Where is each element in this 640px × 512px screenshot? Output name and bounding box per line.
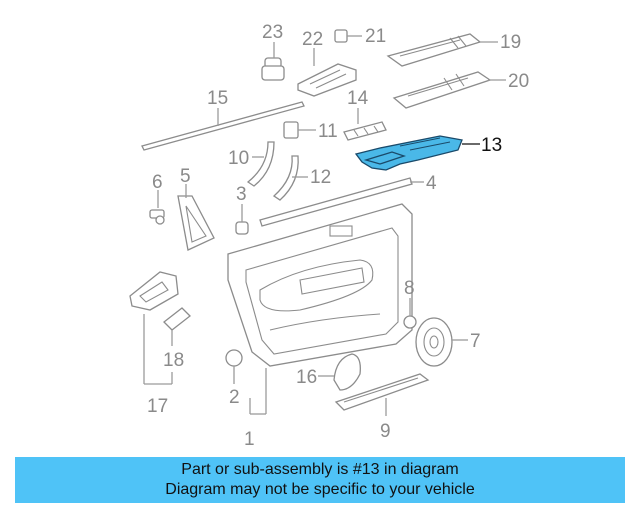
callout-21: 21 [365,26,386,47]
part-4[interactable] [259,177,413,227]
part-11[interactable] [283,121,299,139]
part-17-handle[interactable] [129,271,179,311]
part-14[interactable] [343,121,387,141]
part-16[interactable] [333,353,361,391]
callout-8: 8 [404,278,415,299]
part-5[interactable] [177,195,215,251]
callout-16: 16 [296,367,317,388]
part-12[interactable] [272,155,299,201]
callout-13: 13 [481,135,502,156]
part-6[interactable] [149,209,165,225]
callout-22: 22 [302,29,323,50]
callout-19: 19 [500,32,521,53]
callout-18: 18 [163,350,184,371]
part-23[interactable] [261,57,285,81]
part-2[interactable] [225,349,243,367]
callout-23: 23 [262,22,283,43]
part-13-highlighted[interactable] [354,135,463,171]
callout-9: 9 [380,421,391,442]
callout-12: 12 [310,167,331,188]
callout-5: 5 [180,166,191,187]
part-22[interactable] [297,63,357,97]
part-3[interactable] [235,221,249,235]
part-18[interactable] [163,307,191,331]
callout-4: 4 [426,173,437,194]
parts-diagram: 23 22 21 19 20 15 14 11 [129,22,529,450]
info-banner: Part or sub-assembly is #13 in diagram D… [15,457,625,503]
part-7-speaker[interactable] [415,317,453,367]
callout-2: 2 [229,387,240,408]
part-15[interactable] [141,101,305,151]
callout-3: 3 [236,184,247,205]
callout-10: 10 [228,148,249,169]
part-1-door-panel[interactable] [227,203,413,367]
banner-line-2: Diagram may not be specific to your vehi… [165,481,475,498]
callout-15: 15 [207,88,228,109]
part-20[interactable] [392,71,492,109]
callout-20: 20 [508,71,529,92]
callout-14: 14 [347,88,369,109]
callout-1: 1 [244,429,255,450]
part-21[interactable] [334,29,348,43]
callout-11: 11 [318,121,338,142]
banner-line-1: Part or sub-assembly is #13 in diagram [181,461,459,478]
part-10[interactable] [246,141,275,187]
part-19[interactable] [386,33,482,67]
part-8[interactable] [403,315,417,329]
callout-7: 7 [470,331,481,352]
callout-6: 6 [152,172,163,193]
callout-17: 17 [147,396,168,417]
part-9[interactable] [334,373,430,411]
